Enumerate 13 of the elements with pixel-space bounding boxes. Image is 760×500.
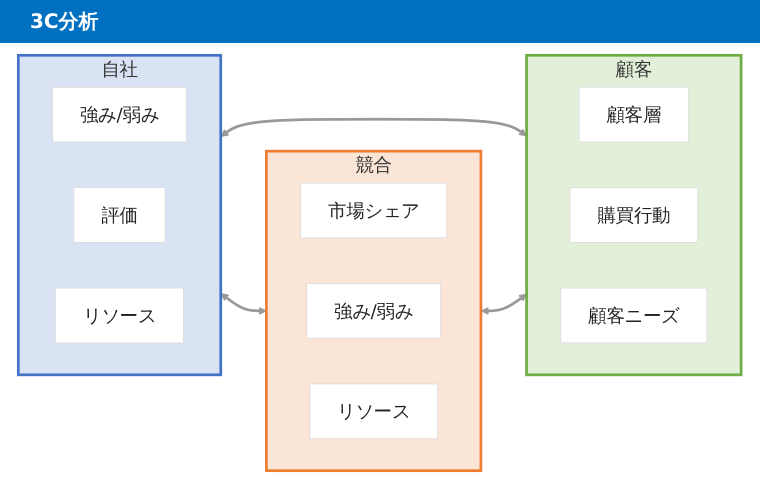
arrow (481, 294, 528, 315)
node-box: リソース (55, 288, 184, 344)
node-box: 強み/弱み (306, 283, 442, 339)
node-box: 購買行動 (570, 187, 698, 243)
node-box: 評価 (74, 187, 166, 243)
node-box: 顧客ニーズ (560, 288, 708, 344)
arrow (220, 118, 528, 137)
title-banner: 3C分析 (0, 0, 760, 43)
node-box: 強み/弱み (52, 86, 188, 142)
node-box: 市場シェア (300, 182, 448, 238)
node-box: 顧客層 (578, 86, 690, 142)
arrow (220, 293, 268, 315)
node-box: リソース (310, 384, 438, 440)
